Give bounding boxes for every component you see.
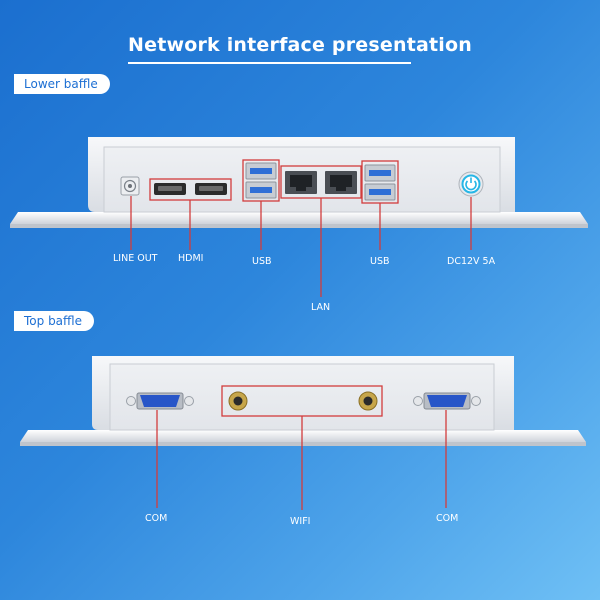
wifi-antenna-icon [228,391,248,411]
usb-port-icon [364,164,396,201]
top-baffle-device [20,356,586,446]
line-out-jack-icon [120,176,140,196]
label-usb-left: USB [252,256,272,267]
lower-baffle-device [10,137,588,228]
com-port-icon [413,392,481,410]
section-label-top-baffle: Top baffle [13,311,95,331]
label-usb-right: USB [370,256,390,267]
label-com-right: COM [436,513,459,524]
lower-flange [10,212,588,224]
hdmi-port-icon [154,183,186,195]
top-flange [20,430,586,442]
wifi-antenna-icon [358,391,378,411]
title-underline [128,62,411,64]
lower-flange-edge [10,224,588,228]
label-dc-power: DC12V 5A [447,256,496,267]
lan-port-icon [325,171,357,194]
power-button-icon [458,171,484,197]
label-wifi: WIFI [290,516,311,527]
com-port-icon [126,392,194,410]
top-flange-edge [20,442,586,446]
label-line-out: LINE OUT [113,253,158,264]
page-title: Network interface presentation [128,34,472,56]
label-hdmi: HDMI [178,253,204,264]
hdmi-port-icon [195,183,227,195]
lan-port-icon [285,171,317,194]
label-lan: LAN [311,302,331,313]
usb-port-icon [245,162,277,199]
section-label-lower-baffle: Lower baffle [14,74,110,94]
callout-lines [130,159,472,510]
label-com-left: COM [145,513,168,524]
